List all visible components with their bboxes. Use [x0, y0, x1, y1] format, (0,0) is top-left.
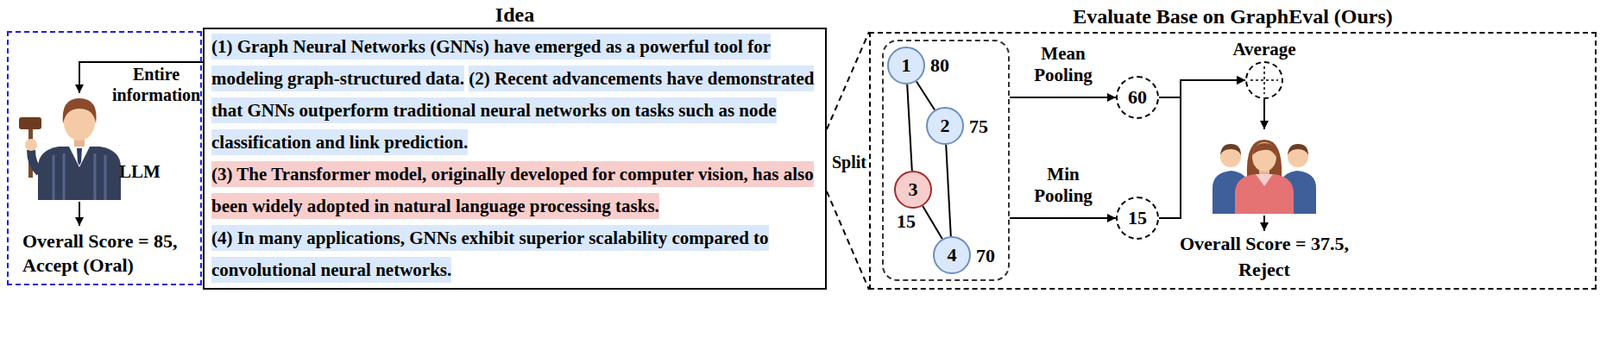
zoom-line [826, 31, 870, 130]
graph-node: 315 [894, 170, 933, 209]
panel-title: Evaluate Base on GraphEval (Ours) [870, 3, 1595, 30]
reviewer-figure: Overall Score = 37.5, Reject [1152, 129, 1377, 290]
node-score: 70 [976, 245, 1002, 268]
connector [1263, 99, 1266, 130]
crosshair [1263, 66, 1266, 95]
connector [1009, 217, 1116, 220]
split-label: Split [828, 151, 870, 174]
idea-box: (1) Graph Neural Networks (GNNs) have em… [202, 27, 827, 290]
box-title: Idea [204, 1, 826, 28]
pooling-result: 15 [1115, 196, 1160, 240]
sentence-text: (4) In many applications, GNNs exhibit s… [211, 227, 769, 281]
average-label: Average [1212, 37, 1317, 61]
crosshair [1250, 79, 1279, 82]
node-number: 1 [888, 48, 924, 83]
pooled-score: 15 [1117, 198, 1158, 239]
text-flow: (1) Graph Neural Networks (GNNs) have em… [204, 29, 826, 289]
pooling-result: 60 [1115, 75, 1160, 120]
edge-label: Min Pooling [1018, 163, 1109, 208]
highlighted-sentence: (4) In many applications, GNNs exhibit s… [211, 225, 769, 284]
node-number: 3 [895, 172, 931, 208]
edge-label: Mean Pooling [1018, 43, 1109, 87]
graph-node: 470 [932, 236, 971, 275]
judge-illustration [18, 98, 121, 201]
node-score: 75 [969, 115, 996, 139]
graph-box: Split180275315470 [881, 39, 1010, 282]
connector [922, 206, 943, 240]
figure-label: LLM [119, 160, 171, 183]
overall-score: Overall Score = 37.5, Reject [1165, 231, 1364, 284]
flow-arrow [1263, 215, 1266, 232]
node-score: 15 [894, 210, 919, 234]
overall-score: Overall Score = 85, Accept (Oral) [22, 229, 197, 278]
zoom-line [826, 191, 870, 290]
graph-node: 180 [887, 46, 926, 85]
sentence-text: (3) The Transformer model, originally de… [211, 163, 814, 217]
connector [945, 144, 952, 237]
graph-node: 275 [925, 107, 964, 145]
node-score: 80 [930, 54, 957, 77]
average-node: Average [1245, 61, 1284, 100]
pooled-score: 60 [1117, 77, 1158, 118]
edge-label: Entire information [112, 63, 201, 106]
node-number: 4 [934, 238, 970, 273]
node-number: 2 [927, 108, 963, 144]
connector [1159, 80, 1246, 98]
connector [916, 81, 935, 111]
connector [907, 84, 913, 171]
connector [1009, 96, 1116, 99]
connector [1159, 80, 1246, 219]
highlighted-sentence: (3) The Transformer model, originally de… [211, 161, 814, 220]
reviewers-illustration [1212, 139, 1317, 215]
judge-figure: LLM [18, 93, 175, 201]
flow-arrow [78, 201, 81, 227]
graph-eval-panel: Evaluate Base on GraphEval (Ours)Split18… [869, 31, 1597, 290]
